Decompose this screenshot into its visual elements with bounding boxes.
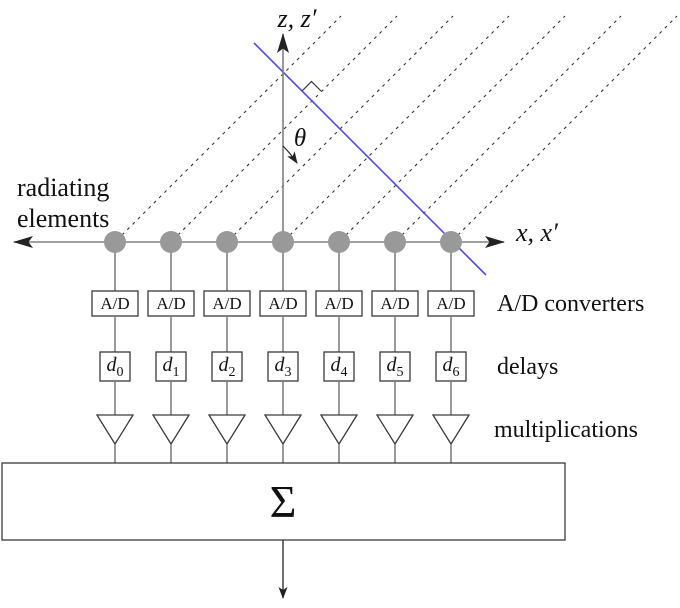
wavefront-ray: [401, 15, 622, 236]
wavefront-ray: [345, 15, 566, 236]
adc-box-label: A/D: [268, 294, 297, 313]
channel-1: A/D d1: [147, 242, 195, 463]
delay-box-label: d2: [219, 354, 236, 380]
antenna-element: [216, 231, 238, 253]
delay-box-label: d6: [443, 354, 460, 380]
adc-box: [315, 290, 363, 317]
antenna-element: [440, 231, 462, 253]
adc-box-label: A/D: [324, 294, 353, 313]
delay-subscript: 1: [173, 365, 180, 380]
delay-base: d: [219, 354, 230, 376]
adc-box-label: A/D: [100, 294, 129, 313]
wavefront-ray: [289, 15, 510, 236]
channel-0: A/D d0: [91, 242, 139, 463]
delay-base: d: [387, 354, 398, 376]
delay-base: d: [107, 354, 118, 376]
antenna-element: [104, 231, 126, 253]
delay-box: [99, 351, 131, 382]
wavefront-ray: [121, 15, 342, 236]
antenna-element: [160, 231, 182, 253]
delay-subscript: 6: [453, 365, 460, 380]
channel-4: A/D d4: [315, 242, 363, 463]
x-axis-label: x, x′: [515, 218, 558, 247]
antenna-elements: [104, 231, 462, 253]
right-angle-marker: [301, 80, 322, 92]
channel-3: A/D d3: [259, 242, 307, 463]
wavefront-ray: [177, 15, 398, 236]
summation-symbol: Σ: [270, 476, 297, 527]
multiplier-triangle: [151, 414, 191, 446]
multiplier-triangle: [207, 414, 247, 446]
delay-subscript: 4: [341, 365, 348, 380]
delay-box-label: d5: [387, 354, 404, 380]
adc-box: [259, 290, 307, 317]
multiplier-triangle: [319, 414, 359, 446]
delay-box: [211, 351, 243, 382]
delay-subscript: 0: [117, 365, 124, 380]
radiating-elements-label-line2: elements: [17, 204, 109, 233]
delay-subscript: 2: [229, 365, 236, 380]
delay-subscript: 3: [285, 365, 292, 380]
channel-2: A/D d2: [203, 242, 251, 463]
z-axis-label: z, z′: [277, 4, 317, 33]
adc-box-label: A/D: [436, 294, 465, 313]
multiplications-row-label: multiplications: [494, 417, 638, 443]
theta-label: θ: [294, 125, 306, 152]
multiplier-triangle: [375, 414, 415, 446]
radiating-elements-label-line1: radiating: [17, 173, 109, 202]
antenna-element: [384, 231, 406, 253]
delay-box-label: d4: [331, 354, 348, 380]
wavefront-ray: [457, 15, 678, 236]
delay-box-label: d1: [163, 354, 180, 380]
theta-arc: [282, 145, 298, 164]
delay-subscript: 5: [397, 365, 404, 380]
adc-box: [147, 290, 195, 317]
adc-box-label: A/D: [380, 294, 409, 313]
adc-box: [203, 290, 251, 317]
delay-box-label: d0: [107, 354, 124, 380]
delay-base: d: [443, 354, 454, 376]
delay-base: d: [163, 354, 174, 376]
delays-row-label: delays: [497, 354, 558, 380]
antenna-element: [328, 231, 350, 253]
multiplier-triangle: [95, 414, 135, 446]
channel-6: A/D d6: [427, 242, 475, 463]
delay-base: d: [331, 354, 342, 376]
adc-box: [427, 290, 475, 317]
multiplier-triangle: [263, 414, 303, 446]
delay-box: [379, 351, 411, 382]
antenna-element: [272, 231, 294, 253]
adc-box-label: A/D: [156, 294, 185, 313]
adc-row-label: A/D converters: [497, 291, 644, 317]
multiplier-triangle: [431, 414, 471, 446]
channel-5: A/D d5: [371, 242, 419, 463]
wavefront-dashed-lines: [121, 15, 678, 236]
summation-box: [1, 462, 566, 541]
delay-base: d: [275, 354, 286, 376]
adc-box-label: A/D: [212, 294, 241, 313]
delay-box-label: d3: [275, 354, 292, 380]
wavefront-ray: [233, 15, 454, 236]
